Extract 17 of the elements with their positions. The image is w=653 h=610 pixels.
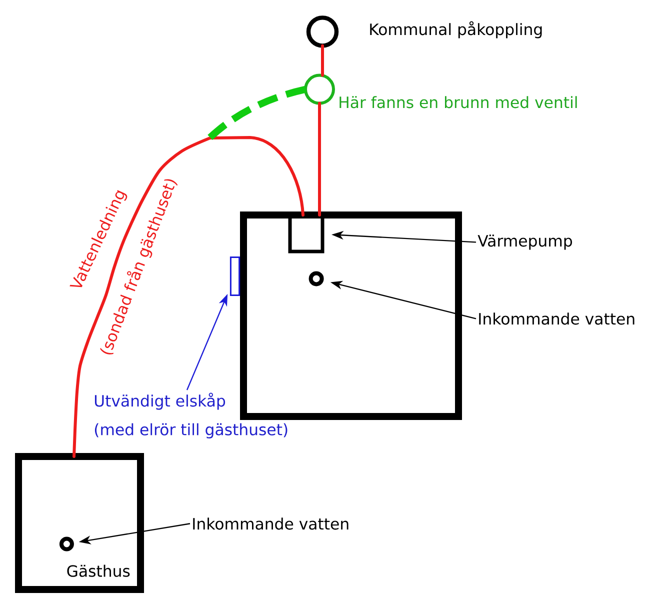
- cabinet-box: [230, 256, 240, 296]
- well-circle: [304, 74, 335, 105]
- callout-text: Inkommande vatten: [193, 518, 348, 530]
- callout-text: Värmepump: [478, 234, 572, 250]
- inlet-circle: [59, 536, 74, 552]
- caption-text: Här fanns en brunn med ventil: [340, 96, 577, 108]
- callout-text: Utvändigt elskåp (med elrör till gästhuset): [94, 392, 288, 438]
- caption-text: Kommunal påkoppling: [370, 21, 542, 38]
- callout-text: Inkommande vatten: [479, 312, 634, 325]
- connection-circle: [306, 16, 339, 48]
- dashed-pipe-line: [208, 86, 306, 140]
- inlet-circle: [308, 271, 324, 286]
- house-outline: Gästhus: [15, 453, 144, 593]
- pipe-line: [318, 102, 321, 216]
- house-outline: [240, 212, 462, 420]
- pipe-line: [72, 136, 304, 458]
- pipe-line: [321, 44, 324, 77]
